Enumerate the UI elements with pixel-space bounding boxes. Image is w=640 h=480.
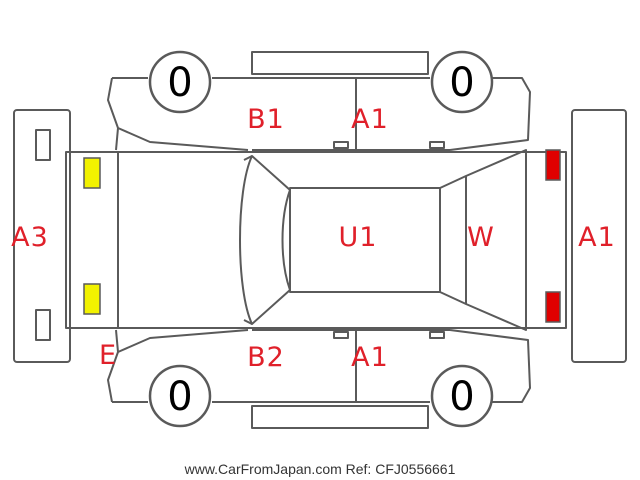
footer-reference: www.CarFromJapan.com Ref: CFJ0556661 xyxy=(184,461,456,477)
code-front-left-fender: E xyxy=(99,340,117,371)
code-left-front-door: B1 xyxy=(247,104,285,135)
code-rear-bumper: A1 xyxy=(578,222,616,253)
tire-rear-right: 0 xyxy=(430,364,494,428)
tire-rear-left-value: 0 xyxy=(449,60,474,106)
right-side-panels xyxy=(107,329,531,429)
code-rear-window: W xyxy=(467,222,495,253)
tire-front-left-value: 0 xyxy=(167,60,192,106)
left-side-panels xyxy=(107,51,531,151)
code-right-rear-door: A1 xyxy=(351,342,389,373)
rear-bumper xyxy=(571,109,627,363)
tire-front-right: 0 xyxy=(148,364,212,428)
headlight-right xyxy=(83,283,101,315)
tire-rear-right-value: 0 xyxy=(449,374,474,420)
headlight-left xyxy=(83,157,101,189)
tire-rear-left: 0 xyxy=(430,50,494,114)
code-front-bumper: A3 xyxy=(11,222,49,253)
code-right-front-door: B2 xyxy=(247,342,285,373)
car-top-view xyxy=(65,149,567,331)
code-left-rear-door: A1 xyxy=(351,104,389,135)
tire-front-left: 0 xyxy=(148,50,212,114)
tire-front-right-value: 0 xyxy=(167,374,192,420)
code-roof: U1 xyxy=(339,222,378,253)
front-bumper xyxy=(13,109,71,363)
taillight-bottom xyxy=(545,291,561,323)
taillight-top xyxy=(545,149,561,181)
